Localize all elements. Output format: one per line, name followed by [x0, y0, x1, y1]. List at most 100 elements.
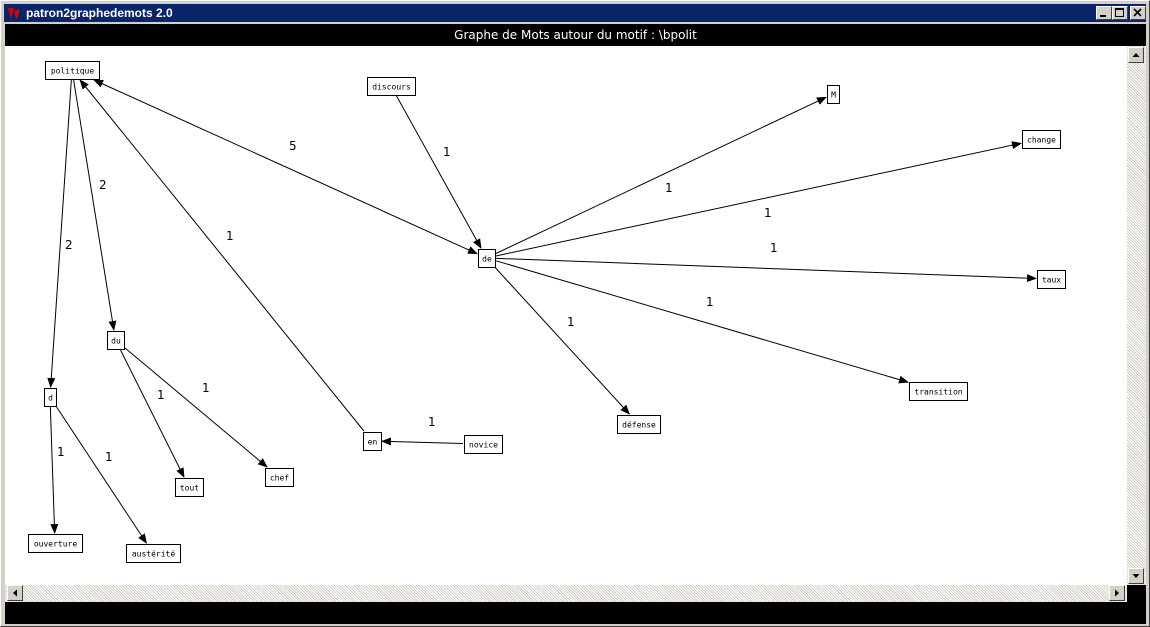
graph-title: Graphe de Mots autour du motif : \bpolit	[454, 28, 697, 42]
word-graph[interactable]: 5 2 2 1 1 1 1 1 1 1 1 1 1 1 1 politique discoursMchange…	[5, 46, 1127, 585]
edge-weight-label: 1	[567, 315, 575, 329]
edge-de-transition	[495, 260, 909, 384]
edge-weight-label: 1	[157, 388, 165, 402]
edge-weight-label: 1	[226, 229, 234, 243]
node-defense[interactable]: défense	[617, 415, 661, 434]
edge-de-change	[495, 141, 1022, 257]
node-label: change	[1027, 136, 1056, 145]
edge-weight-label: 1	[706, 295, 714, 309]
edge-du-chef	[124, 347, 268, 468]
main-content: Graphe de Mots autour du motif : \bpolit…	[5, 24, 1146, 624]
edge-weight-label: 1	[57, 445, 65, 459]
node-box	[1037, 270, 1066, 289]
node-box	[45, 61, 100, 80]
arrow-right-icon	[1115, 589, 1119, 597]
node-transition[interactable]: transition	[909, 382, 968, 401]
horizontal-scrollbar[interactable]	[5, 585, 1127, 602]
edge-d-austerite	[56, 406, 147, 544]
node-du[interactable]: du	[107, 331, 125, 350]
node-box	[1022, 130, 1061, 149]
node-label: austérité	[132, 549, 176, 559]
edge-de-M	[495, 96, 827, 254]
edge-en-politique	[79, 79, 365, 432]
close-icon	[1133, 8, 1142, 17]
vertical-scrollbar[interactable]	[1127, 46, 1146, 585]
node-box	[265, 468, 294, 487]
edge-weight-label: 2	[99, 178, 107, 192]
node-de[interactable]: de	[478, 249, 496, 268]
node-chef[interactable]: chef	[265, 468, 294, 487]
arrow-up-icon	[1132, 53, 1140, 57]
node-box	[478, 249, 496, 268]
edge-weight-label: 1	[443, 145, 451, 159]
arrow-left-icon	[13, 589, 17, 597]
edge-weight-label: 1	[202, 381, 210, 395]
tk-feather-icon	[8, 8, 20, 19]
edge-politique-d	[47, 79, 72, 388]
edge-weight-label: 1	[428, 415, 436, 429]
node-label: politique	[51, 67, 95, 76]
edge-weight-label: 2	[65, 238, 73, 252]
node-box	[367, 77, 416, 96]
node-box	[363, 432, 382, 451]
edge-weight-label: 1	[105, 450, 113, 464]
arrow-down-icon	[1132, 574, 1140, 578]
node-label: de	[482, 255, 492, 264]
maximize-button[interactable]	[1112, 6, 1128, 20]
scroll-down-button[interactable]	[1128, 568, 1144, 584]
node-label: chef	[270, 474, 289, 483]
close-button[interactable]	[1130, 6, 1146, 20]
edge-d-ouverture	[49, 406, 59, 534]
window-title: patron2graphedemots 2.0	[26, 6, 173, 20]
node-label: transition	[914, 388, 962, 397]
node-label: d	[48, 394, 53, 403]
edge-weight-label: 1	[764, 206, 772, 220]
node-austerite[interactable]: austérité	[126, 544, 181, 563]
scroll-right-button[interactable]	[1109, 585, 1125, 601]
node-change[interactable]: change	[1022, 130, 1061, 149]
edge-discours-de	[396, 95, 482, 249]
node-box	[44, 388, 57, 407]
minimize-button[interactable]	[1096, 6, 1112, 20]
edge-politique-du	[73, 79, 117, 331]
node-box	[126, 544, 181, 563]
node-en[interactable]: en	[363, 432, 382, 451]
node-label: M	[831, 91, 836, 100]
scroll-left-button[interactable]	[7, 585, 23, 601]
edge-weight-label: 5	[289, 139, 297, 153]
title-bar[interactable]: patron2graphedemots 2.0	[4, 4, 1146, 22]
node-d[interactable]: d	[44, 388, 57, 407]
maximize-icon	[1115, 8, 1124, 17]
edge-du-tout	[120, 349, 185, 478]
edge-politique-de	[93, 79, 478, 255]
node-box	[909, 382, 968, 401]
edge-novice-en	[381, 437, 464, 446]
edge-weight-label: 1	[665, 181, 673, 195]
node-box	[617, 415, 661, 434]
node-box	[827, 85, 840, 104]
node-label: discours	[372, 83, 411, 92]
node-box	[28, 534, 83, 553]
node-taux[interactable]: taux	[1037, 270, 1066, 289]
node-label: taux	[1042, 276, 1061, 285]
minimize-icon	[1100, 15, 1106, 17]
node-label: novice	[469, 441, 498, 450]
node-label: défense	[622, 420, 656, 430]
node-tout[interactable]: tout	[175, 478, 204, 497]
node-novice[interactable]: novice	[464, 435, 503, 454]
node-label: en	[368, 438, 378, 447]
node-ouverture[interactable]: ouverture	[28, 534, 83, 553]
node-politique[interactable]: politique	[45, 61, 100, 80]
node-box	[464, 435, 503, 454]
edge-weight-label: 1	[770, 241, 778, 255]
node-label: tout	[180, 484, 199, 493]
node-box	[175, 478, 204, 497]
node-discours[interactable]: discours	[367, 77, 416, 96]
scroll-up-button[interactable]	[1128, 47, 1144, 63]
bottom-bar	[5, 602, 1146, 624]
edge-de-defense	[495, 267, 631, 415]
node-M[interactable]: M	[827, 85, 840, 104]
node-label: ouverture	[34, 540, 78, 549]
